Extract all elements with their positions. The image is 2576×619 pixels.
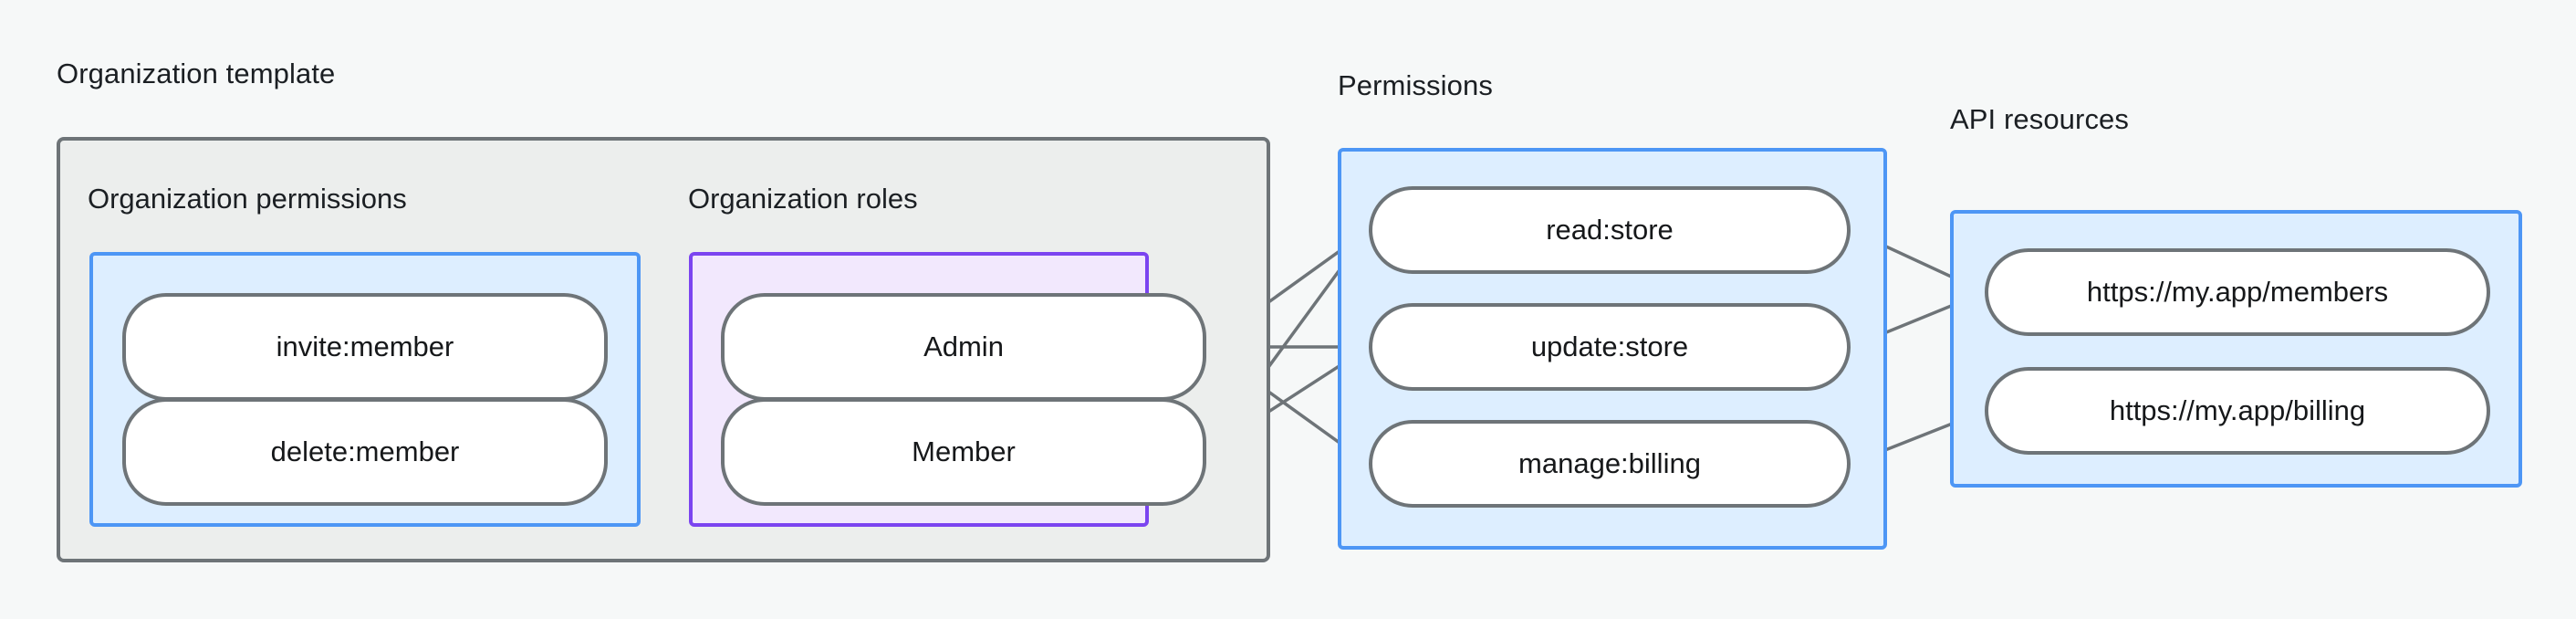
api-resources-title: API resources [1950, 103, 2129, 135]
node-role-member[interactable]: Member [721, 398, 1206, 506]
node-billing-url[interactable]: https://my.app/billing [1985, 367, 2490, 455]
organization-roles-title: Organization roles [688, 183, 918, 215]
node-delete-member[interactable]: delete:member [122, 398, 608, 506]
node-role-admin[interactable]: Admin [721, 293, 1206, 401]
organization-permissions-title: Organization permissions [88, 183, 407, 215]
permissions-title: Permissions [1338, 69, 1493, 101]
node-read-store[interactable]: read:store [1369, 186, 1851, 274]
node-members-url[interactable]: https://my.app/members [1985, 248, 2490, 336]
node-manage-billing[interactable]: manage:billing [1369, 420, 1851, 508]
organization-template-title: Organization template [57, 58, 336, 89]
node-invite-member[interactable]: invite:member [122, 293, 608, 401]
node-update-store[interactable]: update:store [1369, 303, 1851, 391]
